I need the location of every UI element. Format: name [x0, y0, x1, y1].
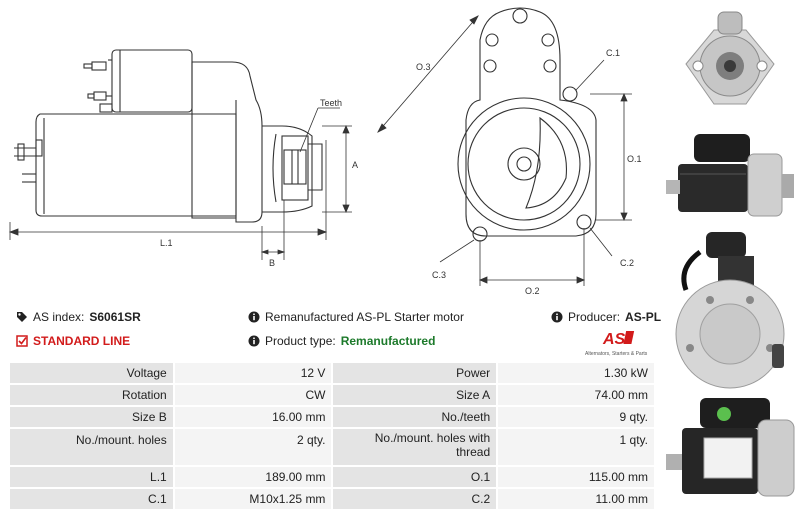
spec-value: M10x1.25 mm — [174, 489, 332, 509]
label-a: A — [352, 160, 358, 170]
spec-label: Power — [333, 363, 497, 383]
product-type: Product type: Remanufactured — [248, 334, 435, 348]
table-row: C.1 M10x1.25 mm C.2 11.00 mm — [10, 489, 654, 509]
spec-value: 9 qty. — [498, 407, 654, 427]
info-icon — [551, 311, 563, 323]
spec-label: O.1 — [333, 467, 497, 487]
description-text: Remanufactured AS-PL Starter motor — [265, 310, 464, 324]
label-c1: C.1 — [606, 48, 620, 58]
tag-icon — [16, 311, 28, 323]
photo-label[interactable] — [660, 394, 800, 520]
as-index-label: AS index: — [33, 310, 85, 324]
spec-label: Rotation — [10, 385, 173, 405]
spec-label: Size A — [333, 385, 497, 405]
solenoid-body — [111, 49, 193, 113]
spec-value: 2 qty. — [174, 429, 332, 465]
spec-value: 189.00 mm — [174, 467, 332, 487]
standard-line-label: STANDARD LINE — [33, 334, 131, 348]
spec-label: C.2 — [333, 489, 497, 509]
spec-value: 1.30 kW — [498, 363, 654, 383]
spec-label: C.1 — [10, 489, 173, 509]
spec-value: 16.00 mm — [174, 407, 332, 427]
mount-hole-c2 — [576, 214, 592, 230]
product-photos — [660, 0, 800, 523]
check-square-icon — [16, 335, 28, 347]
spec-value: 1 qty. — [498, 429, 654, 465]
spec-value: 115.00 mm — [498, 467, 654, 487]
photo-front[interactable] — [660, 4, 800, 122]
mount-hole-c1 — [562, 86, 578, 102]
info-icon — [248, 311, 260, 323]
motor-body — [35, 113, 237, 217]
as-index: AS index: S6061SR — [16, 310, 141, 324]
label-c2: C.2 — [620, 258, 634, 268]
label-o3: O.3 — [416, 62, 431, 72]
product-description: Remanufactured AS-PL Starter motor — [248, 310, 464, 324]
label-o1: O.1 — [627, 154, 642, 164]
spec-label: No./mount. holes — [10, 429, 173, 465]
spec-value: 12 V — [174, 363, 332, 383]
spec-value: CW — [174, 385, 332, 405]
table-row: L.1 189.00 mm O.1 115.00 mm — [10, 467, 654, 487]
product-type-value: Remanufactured — [340, 334, 436, 348]
logo-mark: AS — [602, 331, 626, 348]
standard-line: STANDARD LINE — [16, 334, 130, 348]
spec-label: Size B — [10, 407, 173, 427]
spec-value: 11.00 mm — [498, 489, 654, 509]
label-b: B — [269, 258, 275, 268]
drive-housing — [191, 61, 263, 223]
label-l1: L.1 — [160, 238, 173, 248]
table-row: No./mount. holes 2 qty. No./mount. holes… — [10, 429, 654, 465]
technical-drawing: Teeth A B L.1 O.3 C.1 O.1 C.3 C.2 O.2 — [8, 7, 642, 296]
label-teeth: Teeth — [320, 98, 342, 108]
logo-tagline: Alternators, Starters & Parts — [585, 351, 648, 357]
label-o2: O.2 — [525, 286, 540, 296]
producer: Producer: AS-PL — [551, 310, 661, 324]
spec-label: L.1 — [10, 467, 173, 487]
info-icon — [248, 335, 260, 347]
spec-label: Voltage — [10, 363, 173, 383]
as-pl-logo: AS Alternators, Starters & Parts — [583, 327, 655, 359]
spec-table: Voltage 12 V Power 1.30 kW Rotation CW S… — [8, 361, 656, 511]
spec-value: 74.00 mm — [498, 385, 654, 405]
as-index-value: S6061SR — [89, 310, 141, 324]
label-c3: C.3 — [432, 270, 446, 280]
flange — [465, 7, 597, 237]
table-row: Rotation CW Size A 74.00 mm — [10, 385, 654, 405]
spec-label: No./mount. holes with thread — [333, 429, 497, 465]
product-type-label: Product type: — [265, 334, 336, 348]
table-row: Size B 16.00 mm No./teeth 9 qty. — [10, 407, 654, 427]
producer-value: AS-PL — [625, 310, 662, 324]
pinion — [283, 149, 307, 185]
table-row: Voltage 12 V Power 1.30 kW — [10, 363, 654, 383]
photo-side[interactable] — [660, 124, 800, 224]
photo-rear[interactable] — [660, 228, 800, 392]
front-face — [457, 97, 591, 231]
producer-label: Producer: — [568, 310, 621, 324]
spec-label: No./teeth — [333, 407, 497, 427]
